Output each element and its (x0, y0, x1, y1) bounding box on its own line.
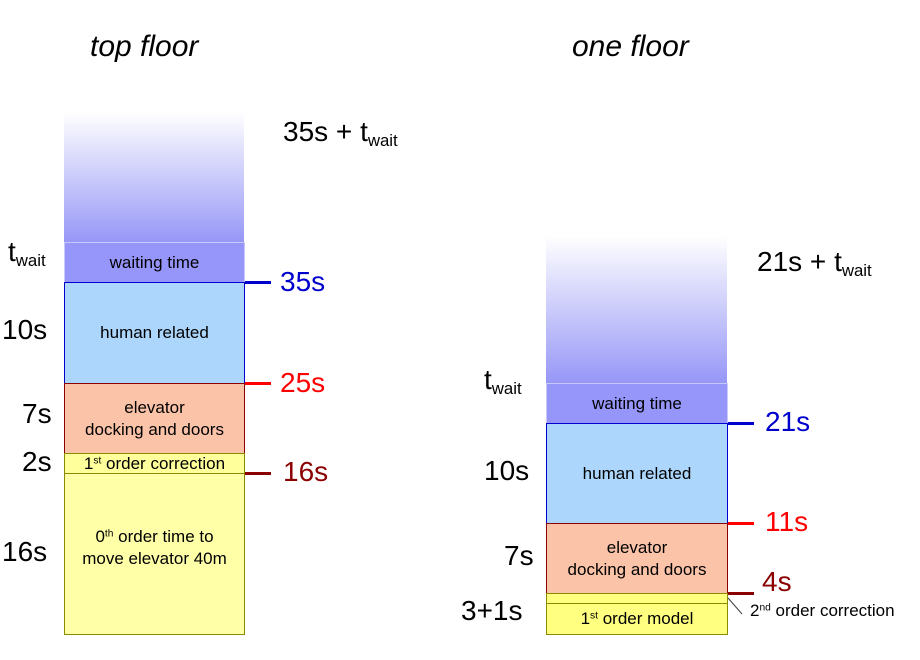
right-side-twait: twait (484, 364, 522, 399)
left-title: top floor (90, 30, 199, 63)
right-marker-11-tick (728, 522, 754, 525)
right-marker-11: 11s (765, 506, 809, 537)
left-marker-16-tick (245, 472, 271, 475)
left-side-elevator: 7s (22, 398, 52, 429)
left-side-twait: twait (8, 236, 46, 271)
left-side-zero: 16s (2, 536, 48, 567)
left-side-first: 2s (22, 446, 52, 477)
left-side-human: 10s (2, 314, 48, 345)
left-total: 35s + twait (283, 116, 398, 151)
right-side-human: 10s (484, 455, 530, 486)
right-total: 21s + twait (757, 246, 872, 281)
right-marker-21: 21s (765, 406, 811, 437)
right-marker-21-tick (728, 422, 754, 425)
right-first-order-segment: 1st order model (546, 603, 728, 635)
left-marker-25-tick (245, 382, 271, 385)
left-waiting-segment: waiting time (64, 242, 245, 283)
right-wait-gradient (546, 236, 727, 384)
right-side-first: 3+1s (461, 595, 523, 626)
right-human-segment: human related (546, 423, 728, 524)
right-second-order-label: 2nd order correction (750, 601, 895, 620)
left-marker-35: 35s (280, 266, 326, 297)
right-title: one floor (572, 30, 689, 63)
left-human-segment: human related (64, 282, 245, 384)
left-marker-35-tick (245, 281, 271, 284)
right-side-elevator: 7s (504, 540, 534, 571)
right-waiting-segment: waiting time (546, 383, 728, 424)
left-marker-25: 25s (280, 367, 326, 398)
second-order-leader-line (727, 597, 743, 615)
left-marker-16: 16s (283, 456, 329, 487)
right-marker-4-tick (728, 592, 754, 595)
right-marker-4: 4s (762, 566, 792, 597)
left-first-order-segment: 1st order correction (64, 453, 245, 474)
left-wait-gradient (64, 112, 244, 243)
